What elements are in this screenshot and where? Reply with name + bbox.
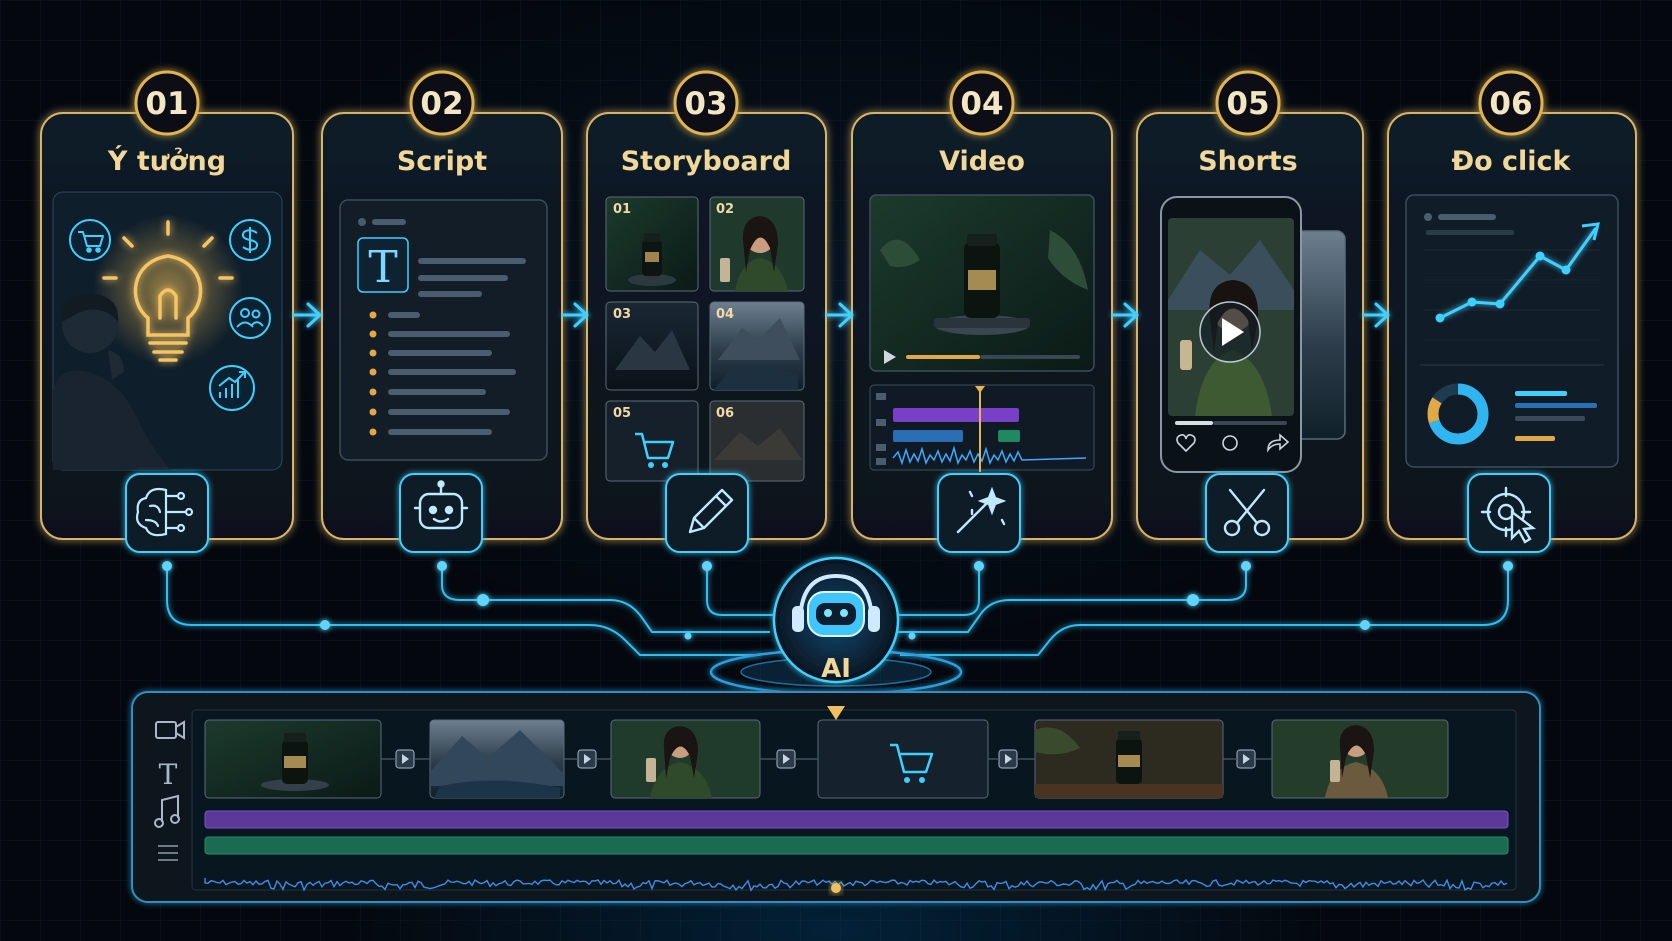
- menu-lines-icon: [158, 845, 178, 861]
- timeline-clip-4: [817, 719, 989, 799]
- storyboard-frame-01: 01: [605, 196, 699, 292]
- video-timeline: T: [131, 691, 1541, 903]
- step-title-05: Shorts: [1198, 146, 1298, 177]
- flow-arrow-5: [1362, 302, 1390, 328]
- cart-circle-icon: [69, 219, 111, 261]
- step-title-01: Ý tưởng: [107, 145, 226, 177]
- text-icon: T: [159, 758, 178, 791]
- timeline-clip-1: [204, 719, 382, 799]
- flow-arrow-1: [292, 302, 322, 328]
- growth-line: [1439, 227, 1598, 320]
- share-icon: [1267, 433, 1290, 453]
- play-icon: [884, 350, 896, 364]
- step-number-06: 06: [1489, 86, 1532, 122]
- flow-arrow-2: [561, 302, 589, 328]
- connector-lines: [166, 566, 1509, 656]
- storyboard-frame-label-02: 02: [716, 202, 734, 217]
- comment-icon: [1222, 435, 1238, 451]
- script-document: T: [339, 199, 548, 461]
- cart-icon: [635, 432, 675, 460]
- connector-02: [441, 566, 770, 633]
- brain-circuit-icon: [135, 487, 194, 537]
- text-track-bar: [204, 810, 1509, 829]
- step-number-01: 01: [145, 86, 188, 122]
- timeline-clip-6: [1271, 719, 1449, 799]
- scissors-icon: [1223, 488, 1271, 537]
- step-title-02: Script: [397, 146, 487, 177]
- magic-wand-icon: [956, 486, 1007, 534]
- connector-nodes: [162, 561, 1513, 640]
- flow-arrow-4: [1111, 302, 1139, 328]
- step-headers: 01 Ý tưởng 02 Script 03 Storyboard 04 Vi…: [107, 70, 1572, 177]
- step-badge-02: 02: [409, 70, 475, 136]
- connector-06: [900, 566, 1509, 656]
- timeline-clip-2: [429, 719, 565, 799]
- step-tool-icons: [125, 473, 1551, 553]
- storyboard-frame-04: 04: [709, 301, 805, 391]
- video-camera-icon: [155, 720, 185, 740]
- connector-03: [706, 566, 790, 616]
- heart-icon: [1176, 434, 1196, 453]
- video-editor: [869, 194, 1095, 472]
- shorts-phone: [1160, 196, 1346, 473]
- robot-icon: [413, 480, 469, 530]
- storyboard-grid: 01 02 03 04 05: [605, 196, 805, 482]
- users-circle-icon: [229, 297, 271, 339]
- storyboard-frame-02: 02: [709, 196, 805, 292]
- lightbulb-icon: [102, 220, 234, 362]
- step-number-04: 04: [960, 86, 1003, 122]
- robot-headset-icon: [792, 573, 880, 637]
- storyboard-frame-05: 05: [605, 400, 699, 482]
- step-badge-06: 06: [1478, 70, 1544, 136]
- growth-chart-circle-icon: [209, 365, 255, 411]
- step-title-06: Đo click: [1451, 146, 1571, 177]
- connector-04: [890, 566, 980, 616]
- idea-illustration: [52, 191, 283, 471]
- flow-arrows: [292, 302, 1390, 328]
- step-title-04: Video: [939, 146, 1025, 177]
- thinking-person: [53, 293, 170, 470]
- step-number-02: 02: [420, 86, 463, 122]
- timeline-audio-waveform: [204, 878, 1508, 892]
- cart-icon: [890, 743, 934, 774]
- storyboard-frame-label-03: 03: [613, 307, 631, 322]
- ai-hub: AI: [709, 556, 963, 696]
- storyboard-frame-label-06: 06: [716, 406, 734, 421]
- step-badge-03: 03: [673, 70, 739, 136]
- music-note-icon: [154, 794, 180, 828]
- flow-arrow-3: [825, 302, 854, 328]
- play-button-icon: [1222, 318, 1244, 346]
- analytics-dashboard: [1405, 194, 1619, 468]
- connector-05: [880, 566, 1247, 633]
- step-badge-05: 05: [1215, 70, 1281, 136]
- storyboard-frame-label-05: 05: [613, 406, 631, 421]
- dollar-circle-icon: [229, 219, 271, 261]
- pencil-icon: [688, 488, 734, 534]
- timeline-clip-3: [610, 719, 761, 799]
- step-badge-04: 04: [949, 70, 1015, 136]
- storyboard-frame-06: 06: [709, 400, 805, 482]
- storyboard-frame-label-04: 04: [716, 307, 734, 322]
- storyboard-frame-03: 03: [605, 301, 699, 391]
- ai-hub-label: AI: [821, 654, 851, 684]
- music-track-bar: [204, 836, 1509, 855]
- audio-waveform: [892, 445, 1087, 466]
- step-number-05: 05: [1226, 86, 1269, 122]
- target-cursor-icon: [1480, 486, 1537, 544]
- donut-chart: [1427, 383, 1489, 445]
- step-title-03: Storyboard: [621, 146, 792, 177]
- connector-01: [166, 566, 760, 656]
- step-number-03: 03: [684, 86, 727, 122]
- timeline-clip-5: [1034, 719, 1224, 799]
- text-format-icon: T: [368, 242, 397, 293]
- step-badge-01: 01: [134, 70, 200, 136]
- storyboard-frame-label-01: 01: [613, 202, 631, 217]
